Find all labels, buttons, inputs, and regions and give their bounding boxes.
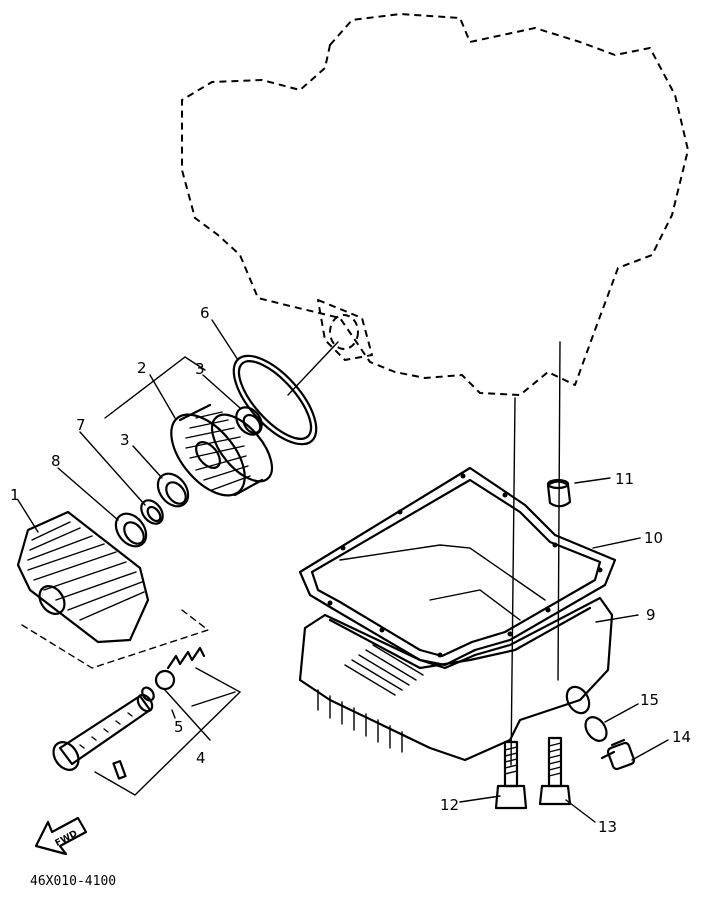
washer-15: [584, 716, 608, 742]
fwd-label: FWD: [54, 829, 79, 849]
callout-10: 10: [644, 529, 663, 547]
fwd-arrow-icon: FWD: [34, 816, 88, 856]
o-ring-8: [114, 512, 148, 548]
bolt-13: [538, 736, 572, 806]
crankcase-boss: [317, 299, 373, 361]
bolt-12: [494, 740, 528, 810]
drawing-code: 46X010-4100: [30, 874, 116, 889]
alignment-line: [510, 397, 516, 766]
dowel-pin-11: [546, 478, 572, 508]
callout-9: 9: [646, 606, 656, 624]
callout-8: 8: [51, 452, 61, 470]
filter-leader-dashed: [21, 609, 210, 669]
callout-5: 5: [174, 718, 184, 736]
oil-pan-9: [298, 544, 614, 762]
callout-2: 2: [137, 359, 147, 377]
callout-3-lower: 3: [120, 431, 130, 449]
oil-cooler-2: [170, 403, 274, 497]
callout-7: 7: [76, 416, 86, 434]
crankcase-boss-ring: [329, 314, 359, 350]
callout-14: 14: [672, 728, 691, 746]
callout-13: 13: [598, 818, 617, 836]
gasket-10: [298, 466, 617, 667]
callout-6: 6: [200, 304, 210, 322]
relief-valve-4: [52, 693, 154, 780]
callout-15: 15: [640, 691, 659, 709]
drain-plug-14: [600, 738, 636, 771]
callout-3-upper: 3: [195, 360, 205, 378]
oil-filter-1: [16, 510, 150, 644]
ring-7: [140, 499, 164, 525]
check-ball-5: [154, 669, 176, 691]
alignment-line: [557, 341, 561, 681]
o-ring-6: [232, 354, 318, 446]
gasket-bolt-holes: [327, 473, 603, 658]
valve-bracket-leader: [94, 667, 242, 796]
leader-lines: [17, 319, 669, 823]
callout-1: 1: [10, 486, 20, 504]
relief-spring: [166, 646, 206, 670]
callout-12: 12: [440, 796, 459, 814]
crankcase-outline: [181, 13, 689, 396]
callout-11: 11: [615, 470, 634, 488]
o-ring-3-lower: [156, 472, 190, 508]
o-ring-3-upper: [235, 406, 263, 436]
o-ring-small: [141, 686, 155, 702]
callout-4: 4: [196, 749, 206, 767]
